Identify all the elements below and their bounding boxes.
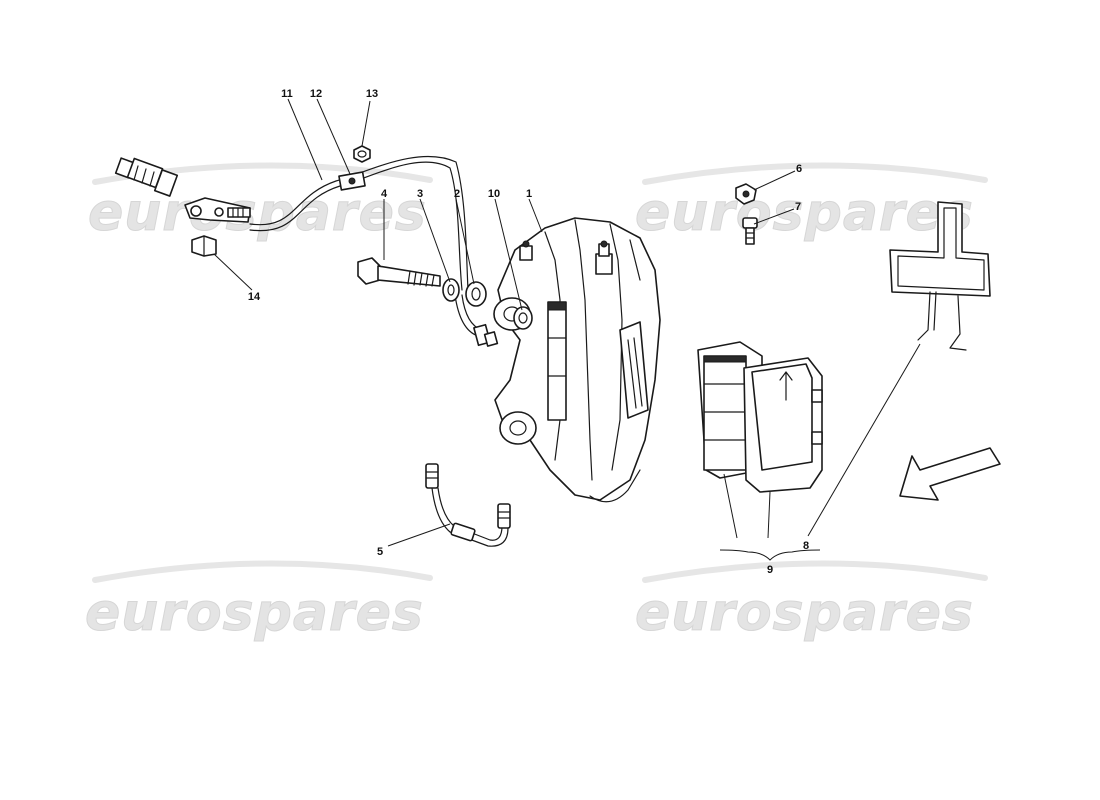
callout-8: 8: [803, 540, 809, 552]
sensor-wire: [249, 161, 463, 291]
caliper-logo-panel: [619, 321, 649, 419]
callout-1: 1: [526, 188, 532, 200]
brake-caliper: [493, 217, 661, 503]
sensor-bracket: [184, 197, 251, 223]
callout-13: 13: [366, 88, 378, 100]
callout-14: 14: [248, 291, 261, 303]
caliper-top-fitting: [519, 240, 533, 261]
callout-5: 5: [377, 546, 383, 558]
watermark-top-right: eurospares: [635, 162, 988, 244]
watermark-top-left: eurospares: [88, 162, 433, 244]
watermark-bottom-left: eurospares: [85, 560, 433, 644]
brake-pads: [697, 341, 823, 493]
svg-text:eurospares: eurospares: [635, 183, 974, 243]
svg-text:eurospares: eurospares: [635, 583, 974, 643]
wear-sensor-cable: [114, 155, 499, 347]
lock-washer: [442, 278, 460, 302]
bleeder-cap: [735, 183, 757, 205]
brake-pipe: [425, 463, 511, 547]
caliper-bushing: [513, 306, 533, 330]
callout-12: 12: [310, 88, 322, 100]
leader-lines: [213, 98, 921, 561]
caliper-bleed-fitting: [595, 240, 613, 275]
callout-6: 6: [796, 163, 802, 175]
caliper-mount-ear-bottom: [499, 411, 537, 445]
caliper-crossover-pipe: [589, 469, 641, 503]
watermark-bottom-right: eurospares: [635, 560, 988, 644]
direction-arrow: [899, 447, 1001, 501]
retaining-clip: [191, 235, 217, 257]
svg-text:eurospares: eurospares: [88, 183, 427, 243]
cable-clip: [338, 171, 366, 191]
callout-11: 11: [281, 88, 293, 100]
svg-text:eurospares: eurospares: [85, 583, 424, 643]
callout-7: 7: [795, 201, 801, 213]
callout-10: 10: [488, 188, 500, 200]
nut: [353, 145, 371, 163]
callout-labels: 1 2 3 4 5 6 7 8 9 10 11 12 13 14: [248, 88, 809, 576]
brake-pad-front: [743, 357, 823, 493]
caliper-bolt: [357, 257, 441, 287]
washer: [465, 281, 487, 307]
callout-9: 9: [767, 564, 773, 576]
sensor-connector: [114, 157, 179, 197]
bleeder-screw: [742, 217, 758, 245]
watermark-group: eurospares eurospares eurospares eurospa…: [85, 162, 988, 644]
callout-4: 4: [381, 188, 388, 200]
caliper-inner-pad: [547, 301, 567, 421]
sensor-plug: [473, 323, 499, 347]
sensor-wire-inner: [249, 155, 469, 291]
pad-retaining-spring: [889, 201, 991, 351]
callout-3: 3: [417, 188, 423, 200]
callout-2: 2: [454, 188, 460, 200]
